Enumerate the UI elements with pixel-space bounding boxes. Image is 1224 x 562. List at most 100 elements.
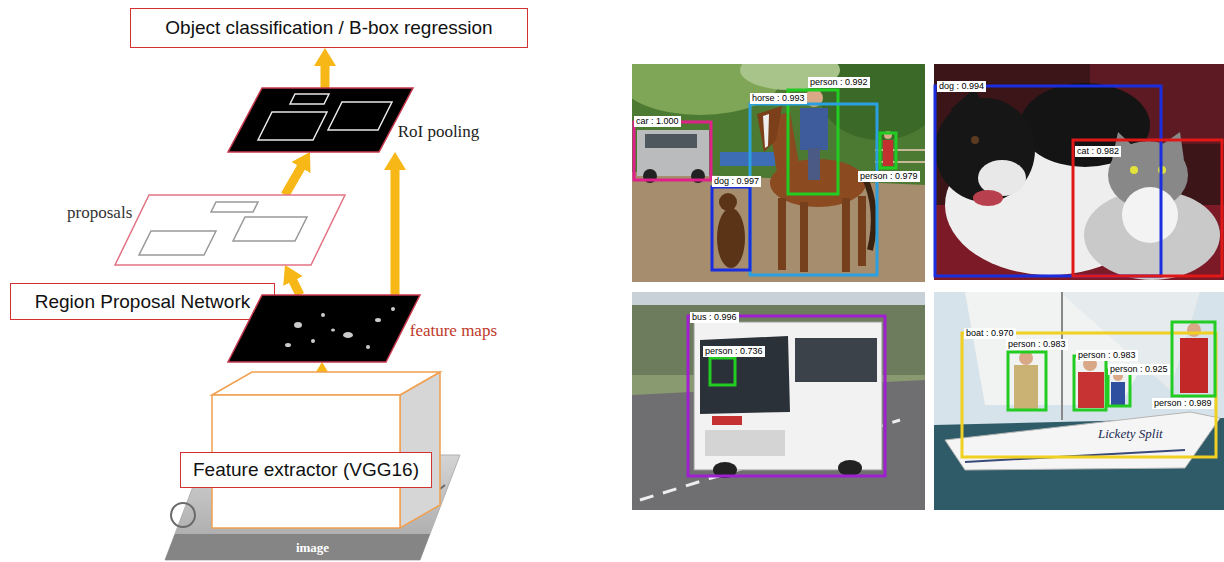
cube-side [400, 372, 440, 528]
detection-label: person : 0.989 [1152, 398, 1214, 409]
tarp [720, 152, 775, 166]
flow-arrow [321, 64, 330, 88]
pets-photo [934, 64, 1224, 280]
bounding-box [634, 122, 711, 180]
region-outline [233, 217, 307, 241]
detection-boxes [634, 86, 1222, 476]
activation-blob [343, 332, 353, 338]
node-shape [228, 88, 413, 152]
rider-figure [800, 108, 828, 150]
horse-figure [842, 198, 850, 272]
dog-figure [719, 193, 737, 211]
bus-figure [694, 322, 882, 470]
image-plane [165, 534, 430, 560]
node-shape [228, 295, 420, 362]
detection-label: car : 1.000 [634, 116, 681, 127]
region-outline [290, 94, 329, 104]
dog-figure [950, 88, 990, 120]
room-background [934, 64, 1224, 280]
bus-figure [795, 338, 877, 382]
cat-figure [1130, 166, 1138, 174]
detection-label: person : 0.983 [1006, 339, 1068, 350]
detection-label: bus : 0.996 [690, 312, 739, 323]
fence [875, 149, 925, 151]
activation-blob [321, 313, 325, 317]
horse-figure [864, 176, 874, 250]
stage-label: feature maps [410, 321, 497, 341]
bounding-box [935, 86, 1161, 276]
car-figure [645, 134, 697, 148]
detection-label: person : 0.736 [703, 346, 765, 357]
bounding-box [788, 90, 838, 194]
bus-figure [705, 430, 785, 456]
bounding-box [750, 104, 877, 275]
plane-outline [228, 88, 413, 152]
roi-pooling-plane: RoI pooling [228, 88, 413, 152]
person-figure [1014, 365, 1038, 409]
bounding-box [880, 133, 896, 168]
horse-figure [858, 196, 866, 266]
horse-figure [763, 114, 769, 148]
activation-blob [375, 318, 381, 322]
output-label: Object classification / B-box regression [165, 17, 492, 39]
bus-figure [838, 460, 862, 476]
rider-figure [808, 148, 820, 180]
person-figure [1180, 338, 1208, 393]
dog-figure [973, 190, 1003, 206]
detection-label: person : 0.925 [1108, 364, 1170, 375]
cat-figure [1160, 132, 1184, 160]
region-outline [328, 102, 392, 130]
flow-arrow [285, 166, 302, 195]
bounding-box [1074, 356, 1106, 410]
bounding-box [712, 187, 750, 270]
bounding-box [710, 358, 735, 385]
person-figure [883, 140, 893, 166]
output-box: Object classification / B-box regression [130, 8, 528, 48]
horse-figure [757, 106, 782, 152]
activation-blob [331, 329, 335, 332]
module-label: Region Proposal Network [35, 291, 250, 313]
activation-blob [294, 322, 302, 328]
bounding-box [1008, 352, 1046, 410]
stage-label: proposals [67, 203, 132, 223]
fence [875, 161, 925, 163]
person-figure [1078, 372, 1104, 408]
bounding-box [688, 316, 885, 476]
boat-hull [945, 412, 1220, 470]
bus-photo [632, 292, 925, 510]
detection-label: horse : 0.993 [750, 93, 807, 104]
image-label: image [296, 540, 329, 555]
activation-blob [391, 307, 395, 311]
flow-arrow [391, 168, 400, 295]
sky [934, 292, 1224, 510]
detection-label: cat : 0.982 [1075, 146, 1121, 157]
bounding-box [1073, 140, 1222, 276]
module-label: Feature extractor (VGG16) [180, 452, 432, 488]
sky [632, 292, 925, 510]
rpn-box: Region Proposal Network [10, 283, 275, 320]
activation-blob [285, 343, 291, 347]
dog-figure [717, 208, 745, 268]
region-outline [139, 231, 216, 255]
detection-label: dog : 0.994 [937, 81, 986, 92]
region-outline [211, 202, 258, 212]
detection-label: dog : 0.997 [712, 176, 761, 187]
flow-arrow [292, 279, 300, 295]
boat-name: Lickety Split [1098, 426, 1163, 441]
detection-label: person : 0.979 [858, 171, 920, 182]
activation-blob [366, 345, 370, 349]
dog-figure [971, 136, 979, 144]
horse-photo [632, 64, 925, 282]
detection-label: person : 0.983 [1076, 350, 1138, 361]
plane-outline [115, 195, 345, 265]
bus-figure [700, 336, 790, 414]
horse-figure [800, 202, 808, 272]
region-outline [258, 112, 327, 140]
bounding-box [1172, 322, 1215, 396]
plane-outline [228, 295, 420, 362]
feature-map-plane: feature maps [228, 295, 420, 362]
cube-top [212, 372, 440, 395]
backbone-cube: Feature extractor (VGG16) [212, 395, 400, 528]
mast [1061, 292, 1063, 420]
